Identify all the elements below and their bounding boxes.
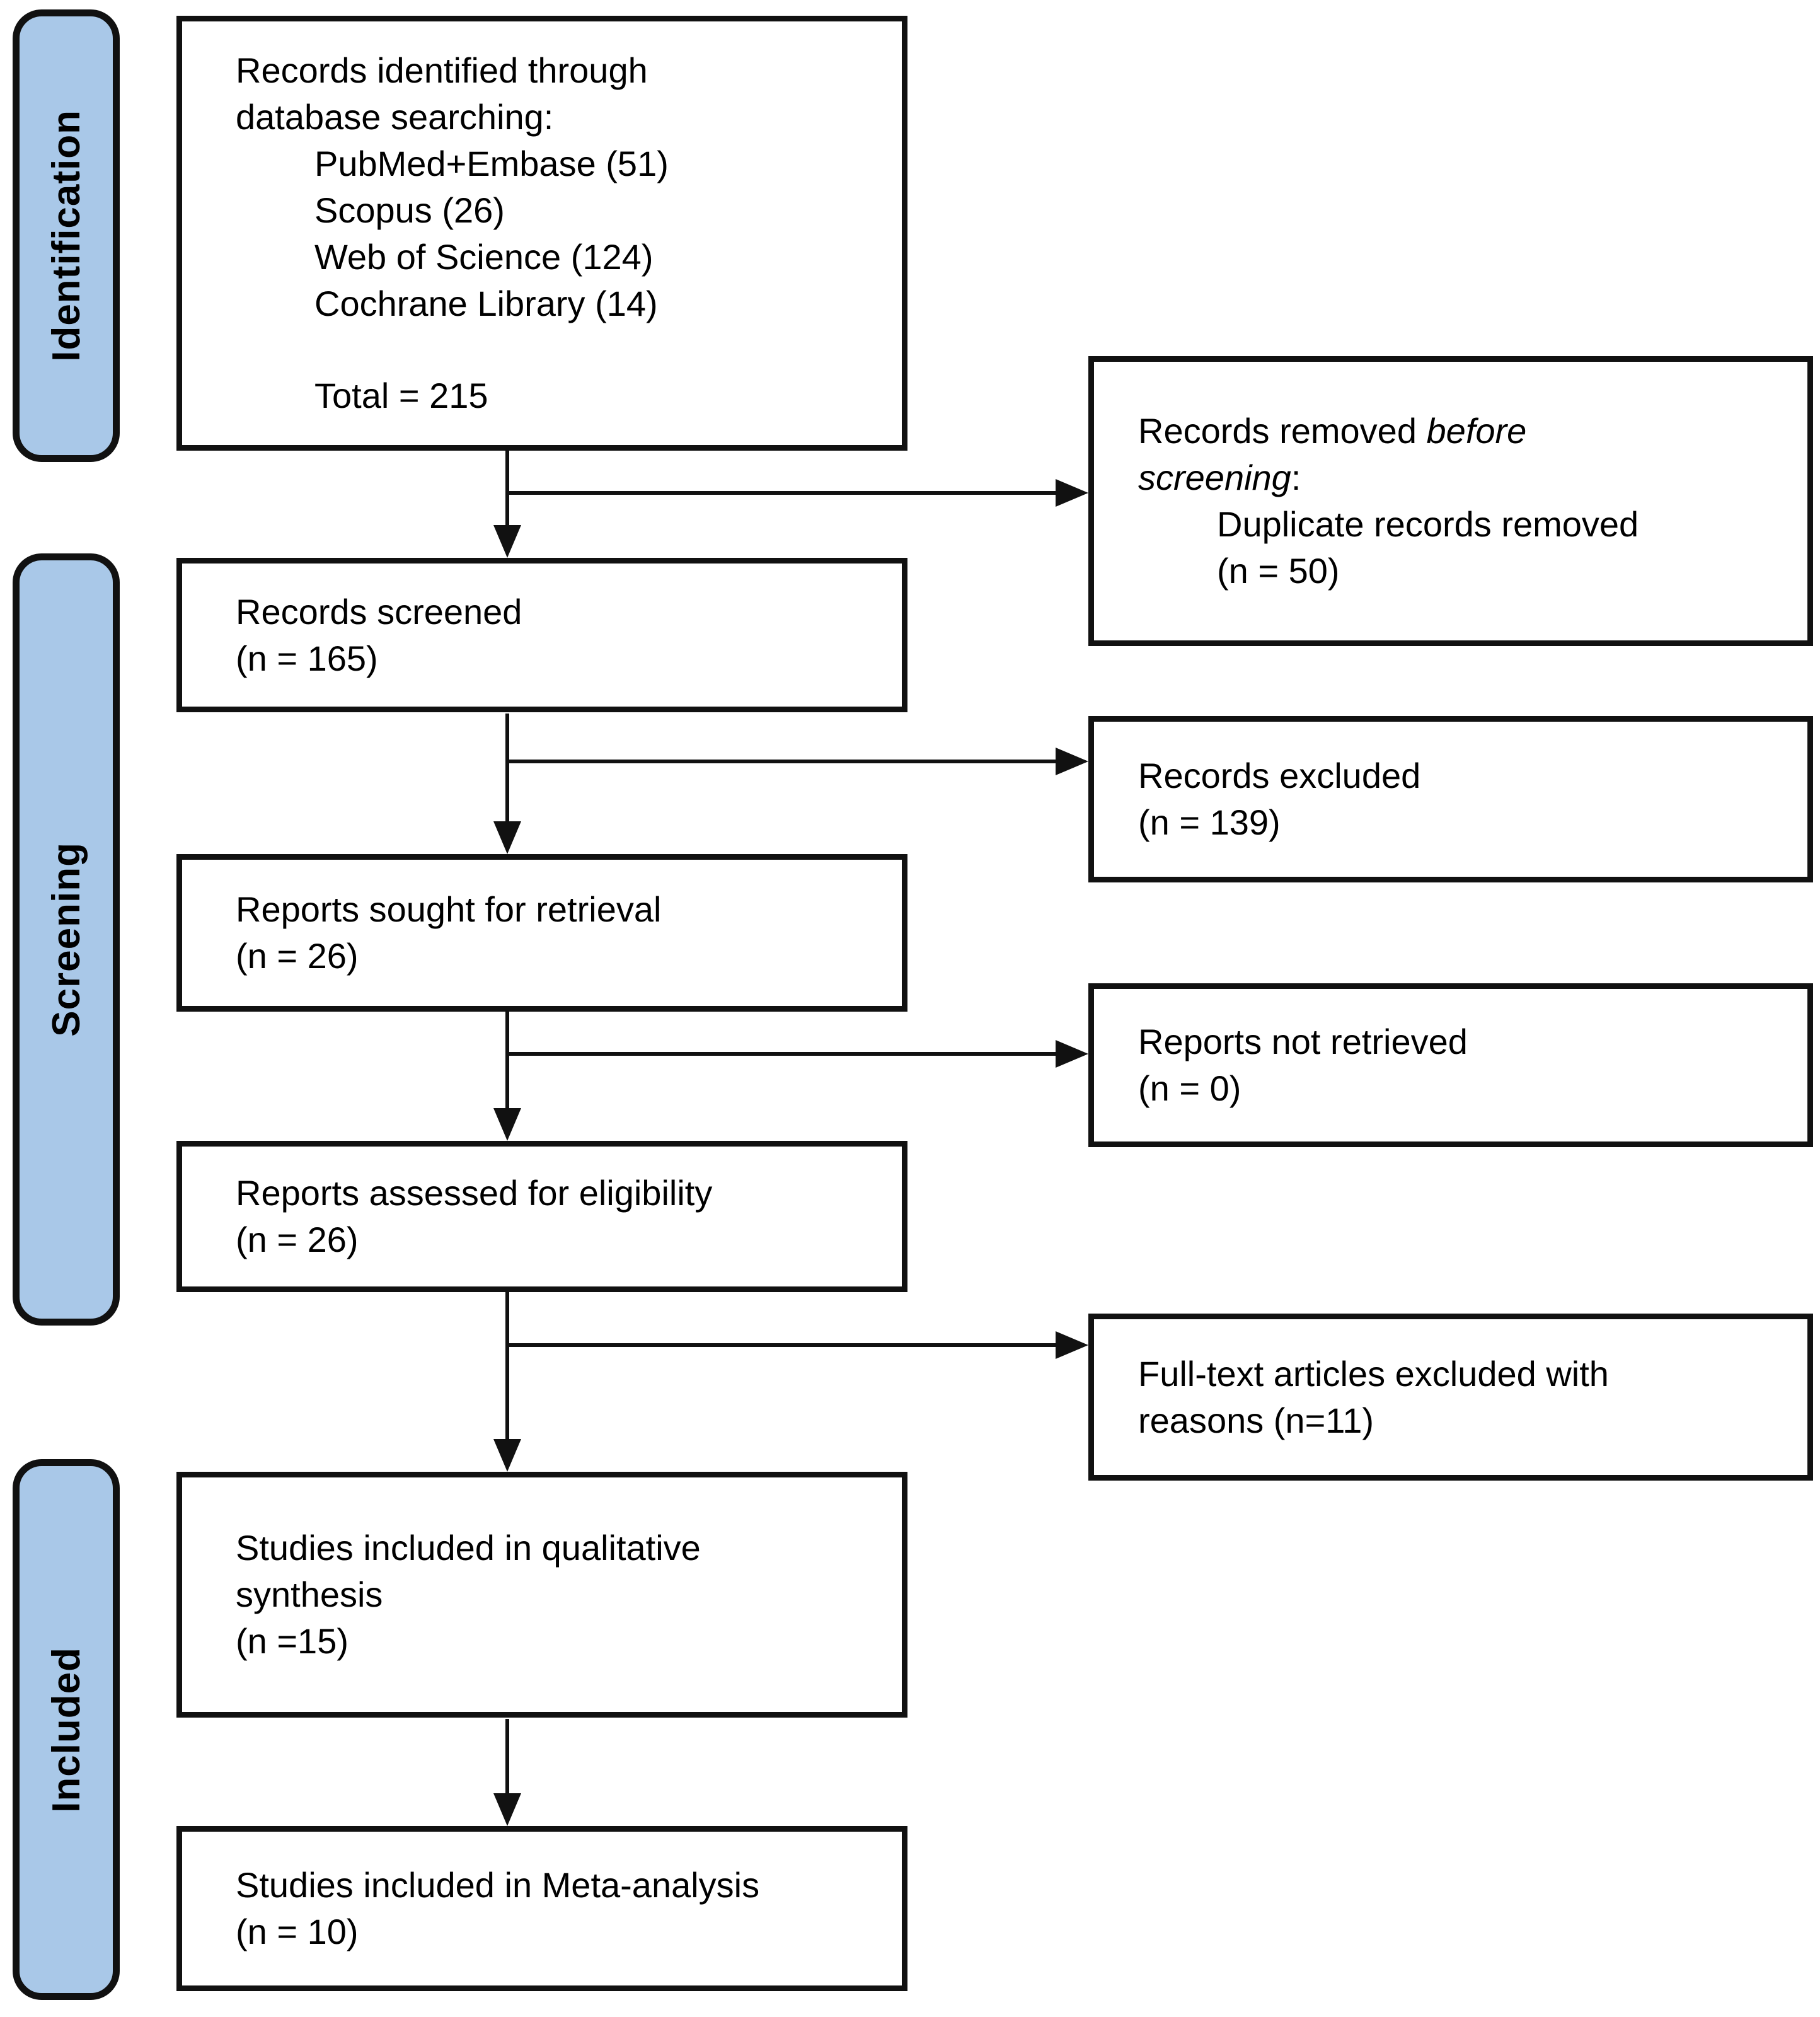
arrowhead-into-sought <box>493 821 521 854</box>
box-count-line: (n = 10) <box>236 1912 359 1951</box>
box-text-line: Records identified through <box>236 50 648 91</box>
arrowhead-into-assessed <box>493 1108 521 1141</box>
box-records-removed-before-screening: Records removed before screening: Duplic… <box>1088 356 1813 646</box>
box-records-identified: Records identified through database sear… <box>176 16 907 451</box>
box-text-line: screening: <box>1138 454 1782 501</box>
total-count: Total = 215 <box>314 375 488 415</box>
stage-label-screening: Screening <box>13 553 120 1326</box>
arrowhead-into-screened <box>493 525 521 558</box>
arrowhead-into-excluded <box>1056 748 1088 775</box>
text-segment-italic: before <box>1426 411 1527 451</box>
arrowhead-into-meta <box>493 1793 521 1826</box>
box-text-line: Records excluded <box>1138 756 1421 796</box>
arrowhead-into-fulltext-excluded <box>1056 1331 1088 1359</box>
box-count-line: (n = 50) <box>1217 550 1340 591</box>
arrowhead-into-removed <box>1056 479 1088 507</box>
stage-label-text: Screening <box>44 842 88 1037</box>
database-item: PubMed+Embase (51) <box>314 144 669 184</box>
box-count-line: (n = 26) <box>236 1220 359 1259</box>
box-text-line: Records screened <box>236 591 522 632</box>
box-count-line: (n = 0) <box>1138 1068 1241 1108</box>
database-item: Cochrane Library (14) <box>314 283 658 323</box>
box-count-line: (n = 165) <box>236 638 378 678</box>
box-records-screened: Records screened (n = 165) <box>176 558 907 712</box>
spacer <box>236 327 877 373</box>
box-reports-not-retrieved: Reports not retrieved (n = 0) <box>1088 983 1813 1147</box>
box-text-line: Reports not retrieved <box>1138 1022 1468 1062</box>
database-item: Web of Science (124) <box>314 236 654 277</box>
box-text-line: database searching: <box>236 97 554 137</box>
stage-label-included: Included <box>13 1459 120 2000</box>
box-count-line: (n = 26) <box>236 936 359 976</box>
box-text-line: Records removed before <box>1138 408 1782 454</box>
box-text-line: Reports assessed for eligibility <box>236 1173 713 1213</box>
box-text-line: Reports sought for retrieval <box>236 889 662 930</box>
arrowhead-into-qualitative <box>493 1439 521 1472</box>
text-segment: Records removed <box>1138 411 1417 451</box>
box-records-excluded: Records excluded (n = 139) <box>1088 716 1813 882</box>
box-reports-sought: Reports sought for retrieval (n = 26) <box>176 854 907 1012</box>
box-text-line: reasons (n=11) <box>1138 1400 1374 1440</box>
box-detail-line: Duplicate records removed <box>1217 504 1639 544</box>
text-segment: : <box>1291 458 1301 498</box>
box-studies-qualitative: Studies included in qualitative synthesi… <box>176 1472 907 1718</box>
arrowhead-into-not-retrieved <box>1056 1040 1088 1068</box>
box-text-line: Studies included in Meta-analysis <box>236 1865 760 1905</box>
box-text-line: synthesis <box>236 1575 383 1615</box>
stage-label-text: Included <box>44 1646 88 1813</box>
box-count-line: (n =15) <box>236 1621 348 1661</box>
stage-label-identification: Identification <box>13 9 120 462</box>
stage-label-text: Identification <box>44 110 88 362</box>
box-text-line: Studies included in qualitative <box>236 1528 701 1568</box>
box-studies-meta-analysis: Studies included in Meta-analysis (n = 1… <box>176 1826 907 1991</box>
database-item: Scopus (26) <box>314 190 505 231</box>
box-count-line: (n = 139) <box>1138 802 1281 842</box>
text-segment-italic: screening <box>1138 458 1291 498</box>
box-reports-assessed: Reports assessed for eligibility (n = 26… <box>176 1141 907 1292</box>
box-text-line: Full-text articles excluded with <box>1138 1353 1609 1394</box>
box-fulltext-excluded: Full-text articles excluded with reasons… <box>1088 1314 1813 1481</box>
